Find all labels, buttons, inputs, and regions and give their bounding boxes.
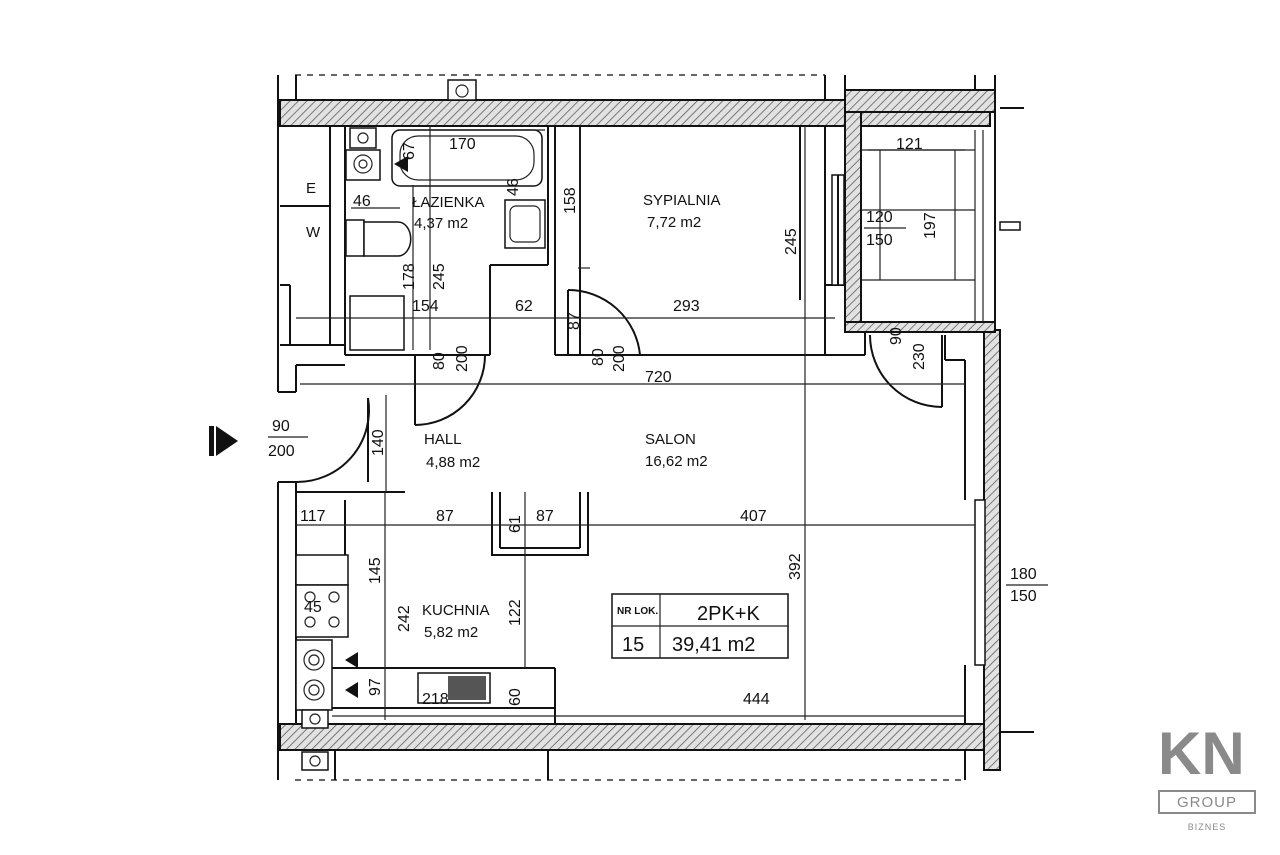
dim-87b: 87 bbox=[436, 508, 454, 525]
dim-218: 218 bbox=[422, 691, 449, 708]
dim-158: 158 bbox=[562, 187, 579, 214]
dim-197: 197 bbox=[922, 212, 939, 239]
dim-180: 180 bbox=[1010, 566, 1037, 583]
room-name-kuchnia: KUCHNIA bbox=[422, 602, 490, 619]
dim-242: 242 bbox=[396, 605, 413, 632]
room-name-sypialnia: SYPIALNIA bbox=[643, 192, 721, 209]
room-name-salon: SALON bbox=[645, 431, 696, 448]
dim-97: 97 bbox=[367, 678, 384, 696]
dim-90b: 90 bbox=[888, 327, 905, 345]
dim-150a: 150 bbox=[866, 232, 893, 249]
marker-e: E bbox=[306, 180, 316, 197]
dim-720: 720 bbox=[645, 369, 672, 386]
dim-60: 60 bbox=[507, 688, 524, 706]
dim-200a: 200 bbox=[454, 345, 471, 372]
unit-type: 2PK+K bbox=[697, 603, 760, 625]
dim-145: 145 bbox=[367, 557, 384, 584]
dim-120: 120 bbox=[866, 209, 893, 226]
room-area-lazienka: 4,37 m2 bbox=[414, 215, 468, 232]
balcony-bottom bbox=[844, 321, 996, 333]
bottom-wall bbox=[279, 723, 991, 751]
dim-87c: 87 bbox=[536, 508, 554, 525]
dim-230: 230 bbox=[911, 343, 928, 370]
unit-area: 39,41 m2 bbox=[672, 634, 755, 656]
entrance-arrow-icon bbox=[209, 426, 238, 456]
dim-140: 140 bbox=[370, 429, 387, 456]
dim-293: 293 bbox=[673, 298, 700, 315]
dim-90a: 90 bbox=[272, 418, 290, 435]
dim-46a: 46 bbox=[353, 193, 371, 210]
balcony-wall bbox=[844, 89, 996, 113]
room-area-salon: 16,62 m2 bbox=[645, 453, 708, 470]
room-area-sypialnia: 7,72 m2 bbox=[647, 214, 701, 231]
dim-61: 61 bbox=[507, 515, 524, 533]
room-area-hall: 4,88 m2 bbox=[426, 454, 480, 471]
stove-icon bbox=[295, 584, 349, 638]
dim-117: 117 bbox=[300, 508, 326, 525]
dim-121: 121 bbox=[896, 136, 923, 153]
dim-392: 392 bbox=[787, 553, 804, 580]
logo-mark-text: KN bbox=[1158, 724, 1245, 780]
dim-170: 170 bbox=[449, 136, 476, 153]
dim-200b: 200 bbox=[611, 345, 628, 372]
room-name-hall: HALL bbox=[424, 431, 462, 448]
logo-sub-text: BIZNES bbox=[1187, 822, 1227, 832]
dim-444: 444 bbox=[743, 691, 770, 708]
dim-245a: 245 bbox=[431, 263, 448, 290]
dim-178: 178 bbox=[401, 263, 418, 290]
toilet-icon bbox=[345, 219, 365, 257]
unit-number: 15 bbox=[622, 634, 644, 656]
right-wall bbox=[983, 329, 1001, 771]
dim-154: 154 bbox=[412, 298, 439, 315]
logo-group-box: GROUP bbox=[1158, 790, 1256, 814]
dim-87a: 87 bbox=[566, 312, 583, 330]
dim-46b: 46 bbox=[505, 178, 522, 196]
unit-label: NR LOK. bbox=[617, 606, 658, 617]
dim-150b: 150 bbox=[1010, 588, 1037, 605]
room-area-kuchnia: 5,82 m2 bbox=[424, 624, 478, 641]
sink-icon bbox=[504, 199, 546, 249]
logo-group-text: GROUP bbox=[1176, 793, 1237, 811]
dim-45: 45 bbox=[304, 599, 322, 616]
dim-245b: 245 bbox=[783, 228, 800, 255]
marker-w: W bbox=[306, 224, 321, 241]
dim-200c: 200 bbox=[268, 443, 295, 460]
unit-info-box: NR LOK. 15 2PK+K 39,41 m2 bbox=[611, 593, 789, 659]
dim-80b: 80 bbox=[590, 348, 607, 366]
dim-67: 67 bbox=[401, 142, 418, 160]
room-name-lazienka: ŁAZIENKA bbox=[412, 194, 485, 211]
balcony-side bbox=[844, 111, 862, 333]
dim-122: 122 bbox=[507, 599, 524, 626]
dim-62: 62 bbox=[515, 298, 533, 315]
dim-407: 407 bbox=[740, 508, 767, 525]
dim-80a: 80 bbox=[431, 352, 448, 370]
logo-mark: KN bbox=[1158, 724, 1245, 780]
